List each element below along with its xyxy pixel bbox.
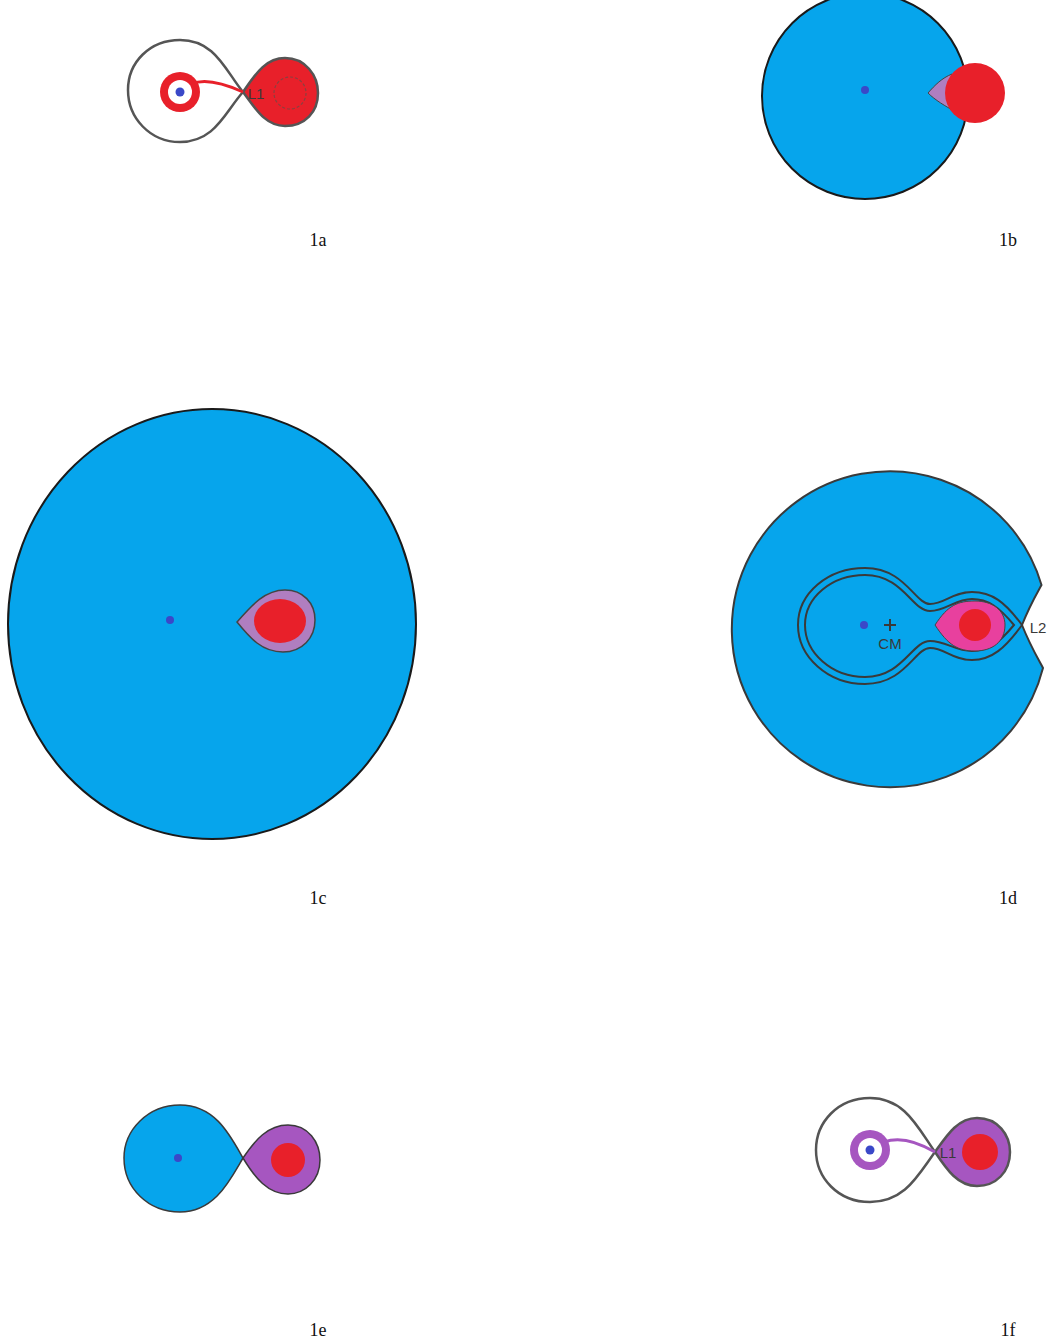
envelope-lobe	[124, 1105, 243, 1212]
compact-star	[861, 86, 869, 94]
panel-label: 1f	[1001, 1321, 1016, 1339]
panel-1d-figure	[732, 471, 1043, 787]
lagrange-point-label: L2	[1030, 620, 1047, 635]
accretion-disk	[850, 1130, 890, 1170]
common-envelope	[732, 471, 1043, 787]
compact-star	[866, 1146, 875, 1155]
donor-star	[959, 609, 991, 641]
common-envelope	[8, 409, 416, 839]
common-envelope	[762, 0, 968, 199]
panel-1f-figure	[816, 1098, 1010, 1202]
inner-lobe	[237, 590, 315, 652]
compact-star	[176, 88, 185, 97]
donor-star	[945, 63, 1005, 123]
disk-gap	[168, 80, 192, 104]
panel-label: 1c	[310, 889, 327, 907]
panel-1b-figure	[762, 0, 1005, 199]
donor-star	[254, 599, 306, 643]
outer-lobe	[798, 568, 1022, 684]
donor-lobe	[935, 1118, 1010, 1186]
donor-star	[962, 1134, 998, 1170]
roche-lobe	[816, 1098, 935, 1202]
roche-lobe	[128, 40, 243, 142]
donor-star-core	[274, 77, 306, 109]
panel-1c-figure	[8, 409, 416, 839]
outer-lobe	[805, 575, 1014, 677]
compact-star	[174, 1154, 182, 1162]
panel-label: 1b	[999, 231, 1017, 249]
donor-lobe	[243, 1125, 320, 1194]
panel-label: 1a	[310, 231, 327, 249]
panel-1a-figure	[128, 40, 318, 142]
lagrange-point-label: L1	[248, 86, 265, 101]
disk-gap	[858, 1138, 882, 1162]
donor-star	[271, 1143, 305, 1177]
donor-lobe	[243, 58, 318, 126]
panel-label: 1d	[999, 889, 1017, 907]
inner-lobe	[935, 601, 1005, 651]
center-of-mass-label: CM	[878, 636, 901, 651]
panel-1e-figure	[124, 1105, 320, 1212]
center-of-mass-mark	[884, 619, 896, 631]
accretion-disk	[160, 72, 200, 112]
lagrange-point-label: L1	[940, 1145, 957, 1160]
compact-star	[166, 616, 174, 624]
compact-star	[860, 621, 868, 629]
mass-stream	[884, 1140, 935, 1152]
panel-label: 1e	[310, 1321, 327, 1339]
